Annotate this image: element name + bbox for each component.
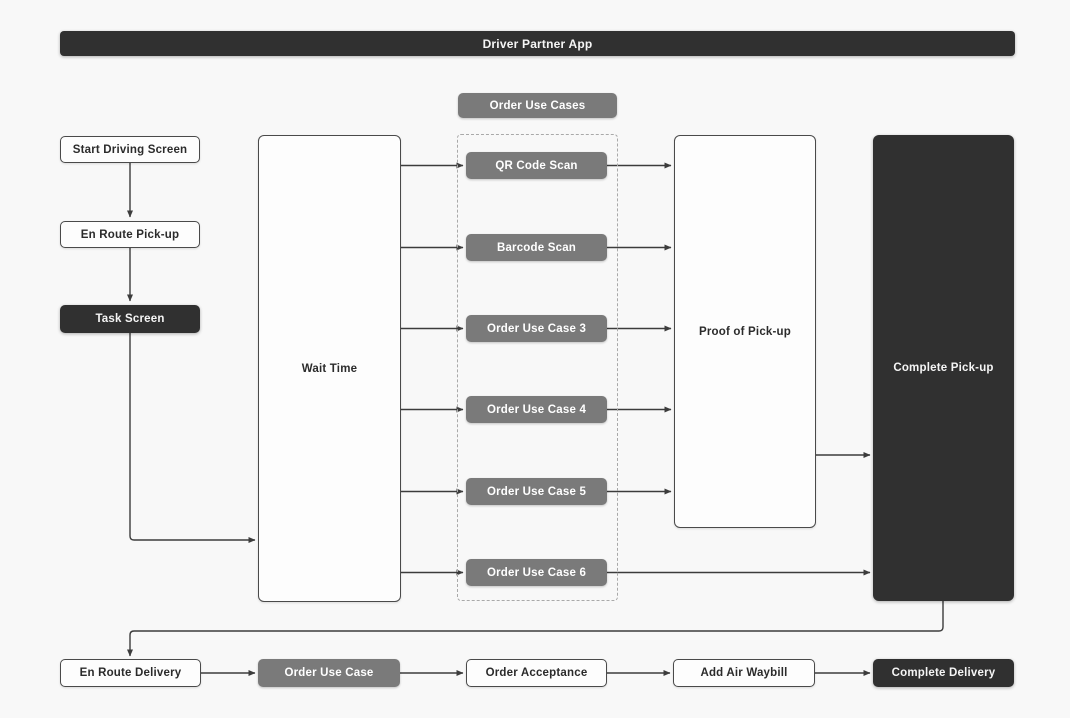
node-label: Order Use Case 3	[486, 322, 587, 335]
node-label: Driver Partner App	[482, 36, 593, 51]
node-qr-code-scan[interactable]: QR Code Scan	[466, 152, 607, 179]
node-label: Order Use Cases	[489, 99, 586, 112]
node-order-use-case-4[interactable]: Order Use Case 4	[466, 396, 607, 423]
node-proof-of-pickup[interactable]: Proof of Pick-up	[674, 135, 816, 528]
node-label: En Route Delivery	[79, 667, 182, 679]
node-complete-delivery[interactable]: Complete Delivery	[873, 659, 1014, 687]
node-label: Order Acceptance	[485, 667, 588, 679]
node-wait-time[interactable]: Wait Time	[258, 135, 401, 602]
node-label: Add Air Waybill	[700, 667, 788, 679]
node-barcode-scan[interactable]: Barcode Scan	[466, 234, 607, 261]
node-label: En Route Pick-up	[80, 228, 180, 241]
node-label: Barcode Scan	[496, 241, 577, 254]
node-driver-partner-app[interactable]: Driver Partner App	[60, 31, 1015, 56]
node-label: Complete Pick-up	[893, 362, 994, 374]
node-label: Order Use Case 5	[486, 485, 587, 498]
node-task-screen[interactable]: Task Screen	[60, 305, 200, 333]
node-label: Order Use Case 4	[486, 403, 587, 416]
order-use-cases-group-frame	[457, 134, 618, 601]
node-label: QR Code Scan	[495, 159, 578, 172]
node-en-route-delivery[interactable]: En Route Delivery	[60, 659, 201, 687]
node-en-route-pickup[interactable]: En Route Pick-up	[60, 221, 200, 248]
node-label: Proof of Pick-up	[698, 325, 791, 338]
node-label: Task Screen	[95, 313, 165, 325]
node-label: Order Use Case	[284, 667, 374, 679]
node-order-acceptance[interactable]: Order Acceptance	[466, 659, 607, 687]
node-start-driving-screen[interactable]: Start Driving Screen	[60, 136, 200, 163]
node-label: Start Driving Screen	[72, 143, 188, 156]
node-label: Order Use Case 6	[486, 566, 587, 579]
node-order-use-case-6[interactable]: Order Use Case 6	[466, 559, 607, 586]
node-order-use-case[interactable]: Order Use Case	[258, 659, 400, 687]
node-add-air-waybill[interactable]: Add Air Waybill	[673, 659, 815, 687]
node-order-use-cases-header[interactable]: Order Use Cases	[458, 93, 617, 118]
node-complete-pickup[interactable]: Complete Pick-up	[873, 135, 1014, 601]
node-label: Complete Delivery	[891, 667, 996, 679]
node-label: Wait Time	[301, 362, 358, 375]
node-order-use-case-5[interactable]: Order Use Case 5	[466, 478, 607, 505]
node-order-use-case-3[interactable]: Order Use Case 3	[466, 315, 607, 342]
